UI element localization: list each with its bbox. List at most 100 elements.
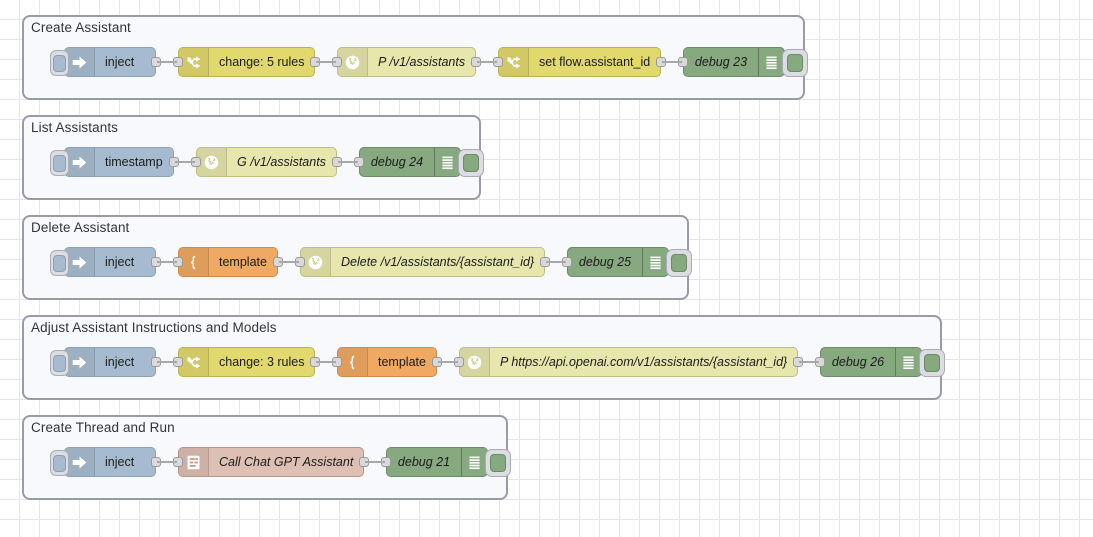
debug-toggle-button[interactable] xyxy=(485,449,511,477)
flow-wire[interactable] xyxy=(438,361,458,363)
node-template[interactable]: template xyxy=(332,347,442,377)
node-label: timestamp xyxy=(105,155,163,169)
node-label: debug 23 xyxy=(694,55,748,69)
node-debug[interactable]: debug 25 xyxy=(562,247,692,277)
node-label: debug 24 xyxy=(370,155,424,169)
node-debug[interactable]: debug 23 xyxy=(678,47,808,77)
node-inject[interactable]: inject xyxy=(50,47,161,77)
shuffle-icon-wrap xyxy=(179,48,209,76)
node-inject[interactable]: inject xyxy=(50,247,161,277)
brace-icon-wrap xyxy=(338,348,368,376)
debug-lines-icon xyxy=(903,356,914,369)
node-inject[interactable]: inject xyxy=(50,347,161,377)
debug-toggle-indicator xyxy=(671,254,687,272)
assistant-doc-icon xyxy=(187,455,200,469)
assistant-doc-icon-wrap xyxy=(179,448,209,476)
globe-icon-wrap xyxy=(338,48,368,76)
debug-lines-icon-wrap xyxy=(642,248,668,276)
group-label: List Assistants xyxy=(31,120,119,135)
flow-wire[interactable] xyxy=(157,461,177,463)
node-label: change: 5 rules xyxy=(219,55,305,69)
node-label: template xyxy=(219,255,267,269)
brace-icon xyxy=(349,355,355,369)
inject-trigger-button[interactable] xyxy=(50,150,69,176)
flow-group[interactable]: Create Thread and Run inject Call Chat GPT… xyxy=(22,415,511,500)
inject-arrow-icon xyxy=(72,256,87,268)
node-label: template xyxy=(378,355,426,369)
shuffle-icon xyxy=(507,56,521,68)
flow-wire[interactable] xyxy=(157,61,177,63)
shuffle-icon-wrap xyxy=(179,348,209,376)
debug-toggle-indicator xyxy=(463,154,479,172)
group-label: Create Assistant xyxy=(31,20,131,35)
node-label: debug 21 xyxy=(397,455,451,469)
node-debug[interactable]: debug 21 xyxy=(381,447,511,477)
inject-arrow-icon-wrap xyxy=(65,48,95,76)
flow-wire[interactable] xyxy=(175,161,195,163)
node-http_request[interactable]: P https://api.openai.com/v1/assistants/{… xyxy=(454,347,803,377)
group-label: Create Thread and Run xyxy=(31,420,175,435)
node-inject[interactable]: inject xyxy=(50,447,161,477)
inject-trigger-indicator xyxy=(53,154,66,172)
inject-trigger-indicator xyxy=(53,54,66,72)
node-change[interactable]: change: 5 rules xyxy=(173,47,320,77)
node-http_request[interactable]: Delete /v1/assistants/{assistant_id} xyxy=(295,247,550,277)
inject-trigger-button[interactable] xyxy=(50,50,69,76)
globe-icon-wrap xyxy=(460,348,490,376)
node-change[interactable]: set flow.assistant_id xyxy=(493,47,666,77)
node-label: set flow.assistant_id xyxy=(539,55,651,69)
node-label: debug 25 xyxy=(578,255,632,269)
flow-wire[interactable] xyxy=(799,361,819,363)
debug-toggle-button[interactable] xyxy=(666,249,692,277)
inject-trigger-button[interactable] xyxy=(50,250,69,276)
node-http_request[interactable]: P /v1/assistants xyxy=(332,47,481,77)
flow-wire[interactable] xyxy=(157,261,177,263)
node-template[interactable]: template xyxy=(173,247,283,277)
inject-trigger-button[interactable] xyxy=(50,350,69,376)
flow-group[interactable]: Create Assistant inject change: 5 rules P /… xyxy=(22,15,808,100)
flow-wire[interactable] xyxy=(365,461,385,463)
debug-lines-icon xyxy=(442,156,453,169)
flow-wire[interactable] xyxy=(316,61,336,63)
flow-wire[interactable] xyxy=(338,161,358,163)
inject-trigger-indicator xyxy=(53,454,66,472)
flow-group[interactable]: List Assistants timestamp G /v1/assistants… xyxy=(22,115,484,200)
brace-icon xyxy=(190,255,196,269)
node-label: inject xyxy=(105,55,135,69)
node-label: inject xyxy=(105,455,135,469)
flow-group[interactable]: Adjust Assistant Instructions and Models… xyxy=(22,315,945,400)
node-label: change: 3 rules xyxy=(219,355,305,369)
flow-wire[interactable] xyxy=(546,261,566,263)
node-label: Delete /v1/assistants/{assistant_id} xyxy=(341,255,535,269)
flow-wire[interactable] xyxy=(157,361,177,363)
globe-icon-wrap xyxy=(197,148,227,176)
node-http_request[interactable]: G /v1/assistants xyxy=(191,147,342,177)
flow-wire[interactable] xyxy=(316,361,336,363)
flow-wire[interactable] xyxy=(477,61,497,63)
node-chatgpt[interactable]: Call Chat GPT Assistant xyxy=(173,447,369,477)
debug-toggle-button[interactable] xyxy=(782,49,808,77)
inject-arrow-icon-wrap xyxy=(65,448,95,476)
flow-wire[interactable] xyxy=(279,261,299,263)
debug-lines-icon-wrap xyxy=(895,348,921,376)
node-debug[interactable]: debug 24 xyxy=(354,147,484,177)
node-change[interactable]: change: 3 rules xyxy=(173,347,320,377)
debug-toggle-button[interactable] xyxy=(458,149,484,177)
flow-wire[interactable] xyxy=(662,61,682,63)
globe-icon xyxy=(308,255,323,269)
inject-arrow-icon-wrap xyxy=(65,148,95,176)
inject-trigger-indicator xyxy=(53,254,66,272)
node-inject[interactable]: timestamp xyxy=(50,147,179,177)
debug-toggle-button[interactable] xyxy=(919,349,945,377)
shuffle-icon xyxy=(187,356,201,368)
inject-trigger-button[interactable] xyxy=(50,450,69,476)
node-debug[interactable]: debug 26 xyxy=(815,347,945,377)
inject-arrow-icon-wrap xyxy=(65,348,95,376)
globe-icon xyxy=(467,355,482,369)
shuffle-icon-wrap xyxy=(499,48,529,76)
node-label: debug 26 xyxy=(831,355,885,369)
debug-lines-icon-wrap xyxy=(434,148,460,176)
node-label: P /v1/assistants xyxy=(378,55,466,69)
